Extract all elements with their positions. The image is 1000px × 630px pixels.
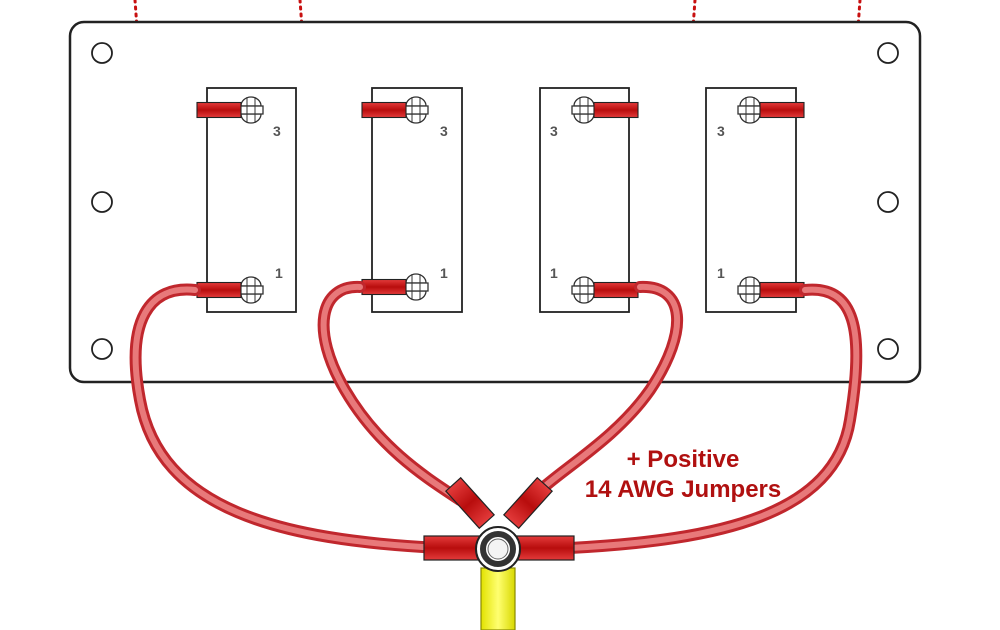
rocker-switch-1 [206, 87, 297, 313]
terminal-label-3: 3 [717, 123, 725, 139]
terminal-screw [571, 96, 597, 124]
crimp-connector-upper-left [444, 476, 496, 530]
crimp-connector [593, 101, 639, 119]
feed-wire [480, 567, 516, 630]
terminal-label-1: 1 [440, 265, 448, 281]
annotation-line-2: 14 AWG Jumpers [585, 476, 782, 503]
jumper-wires [129, 280, 863, 554]
mount-hole [877, 338, 899, 360]
terminal-label-1: 1 [275, 265, 283, 281]
annotation-line-1: + Positive [627, 446, 740, 473]
crimp-connector-upper-right [502, 476, 554, 530]
crimp-connector [361, 101, 407, 119]
terminal-screw [238, 96, 264, 124]
crimp-connector-right [515, 535, 575, 561]
terminal-label-1: 1 [717, 265, 725, 281]
terminal-screw [403, 96, 429, 124]
jumper-wire-3 [529, 280, 684, 501]
jumper-wire-1 [129, 283, 446, 554]
crimp-connector [759, 281, 805, 299]
mount-hole [91, 191, 113, 213]
crimp-connector [361, 278, 407, 296]
mount-hole [91, 338, 113, 360]
crimp-connector [593, 281, 639, 299]
terminal-screws [196, 96, 805, 304]
terminal-screw [737, 96, 763, 124]
terminal-label-3: 3 [550, 123, 558, 139]
terminal-label-1: 1 [550, 265, 558, 281]
mount-hole [877, 42, 899, 64]
ring-terminal-connectors [423, 476, 575, 561]
terminal-screw [737, 276, 763, 304]
terminal-labels: 3 1 3 1 3 1 3 1 [273, 123, 725, 281]
jumper-wire-2 [317, 280, 466, 506]
ring-terminal-stud [475, 526, 521, 572]
terminal-screw [571, 276, 597, 304]
mount-hole [91, 42, 113, 64]
terminal-screw [403, 273, 429, 301]
annotation: + Positive 14 AWG Jumpers [585, 446, 782, 503]
mount-hole [877, 191, 899, 213]
terminal-screw [238, 276, 264, 304]
terminal-label-3: 3 [273, 123, 281, 139]
crimp-connector [196, 281, 242, 299]
crimp-connector-left [423, 535, 483, 561]
crimp-connector [759, 101, 805, 119]
rocker-switch-4 [705, 87, 797, 313]
jumper-wire-4 [564, 283, 863, 554]
terminal-label-3: 3 [440, 123, 448, 139]
crimp-connector [196, 101, 242, 119]
rocker-switch-3 [539, 87, 630, 313]
